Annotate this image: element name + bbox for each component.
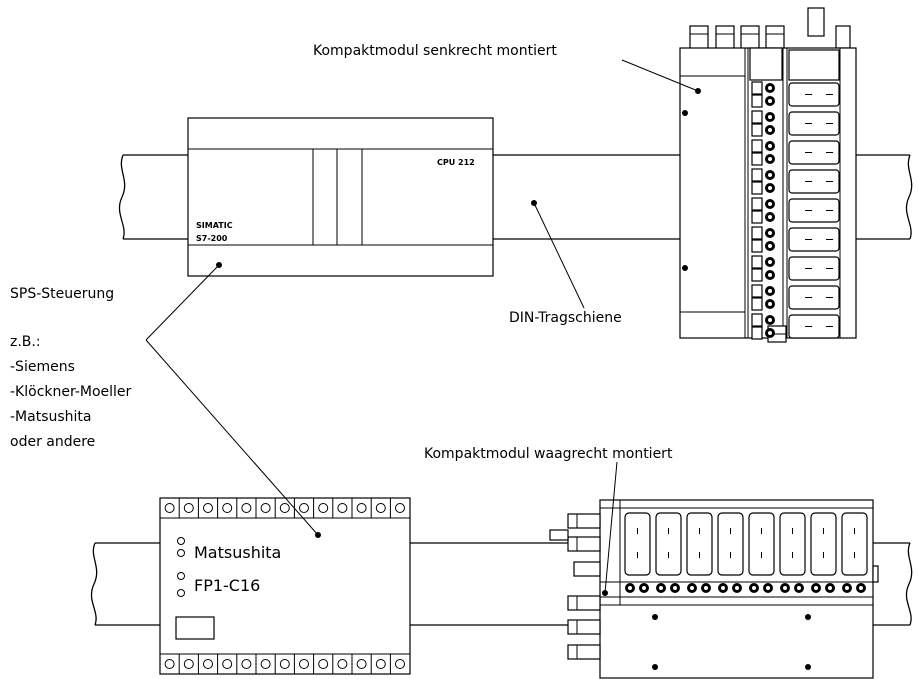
label-vendor-4: oder andere: [10, 434, 95, 450]
label-compact-horizontal: Kompaktmodul waagrecht montiert: [424, 446, 673, 462]
simatic-label: SIMATIC: [196, 221, 233, 230]
label-eg: z.B.:: [10, 334, 41, 350]
label-vendor-2: -Klöckner-Moeller: [10, 384, 132, 400]
s7-200-plc: CPU 212 SIMATIC S7-200: [187, 117, 494, 277]
horizontal-valve-slots: [624, 512, 868, 593]
label-compact-vertical: Kompaktmodul senkrecht montiert: [313, 43, 557, 59]
fp1-model-label: FP1-C16: [194, 576, 260, 595]
vertical-valve-slots: [751, 81, 840, 340]
label-plc: SPS-Steuerung: [10, 286, 114, 302]
cpu-model-label: CPU 212: [437, 158, 475, 167]
label-vendor-1: -Siemens: [10, 359, 75, 375]
fp1-brand-label: Matsushita: [194, 543, 281, 562]
label-din-rail: DIN-Tragschiene: [509, 310, 622, 326]
fp1-top-terminals: [159, 498, 405, 518]
fp1-bottom-terminals: [159, 654, 405, 674]
s7-200-label: S7-200: [196, 234, 228, 243]
label-vendor-3: -Matsushita: [10, 409, 92, 425]
fp1-plc: Matsushita FP1-C16: [159, 497, 411, 675]
